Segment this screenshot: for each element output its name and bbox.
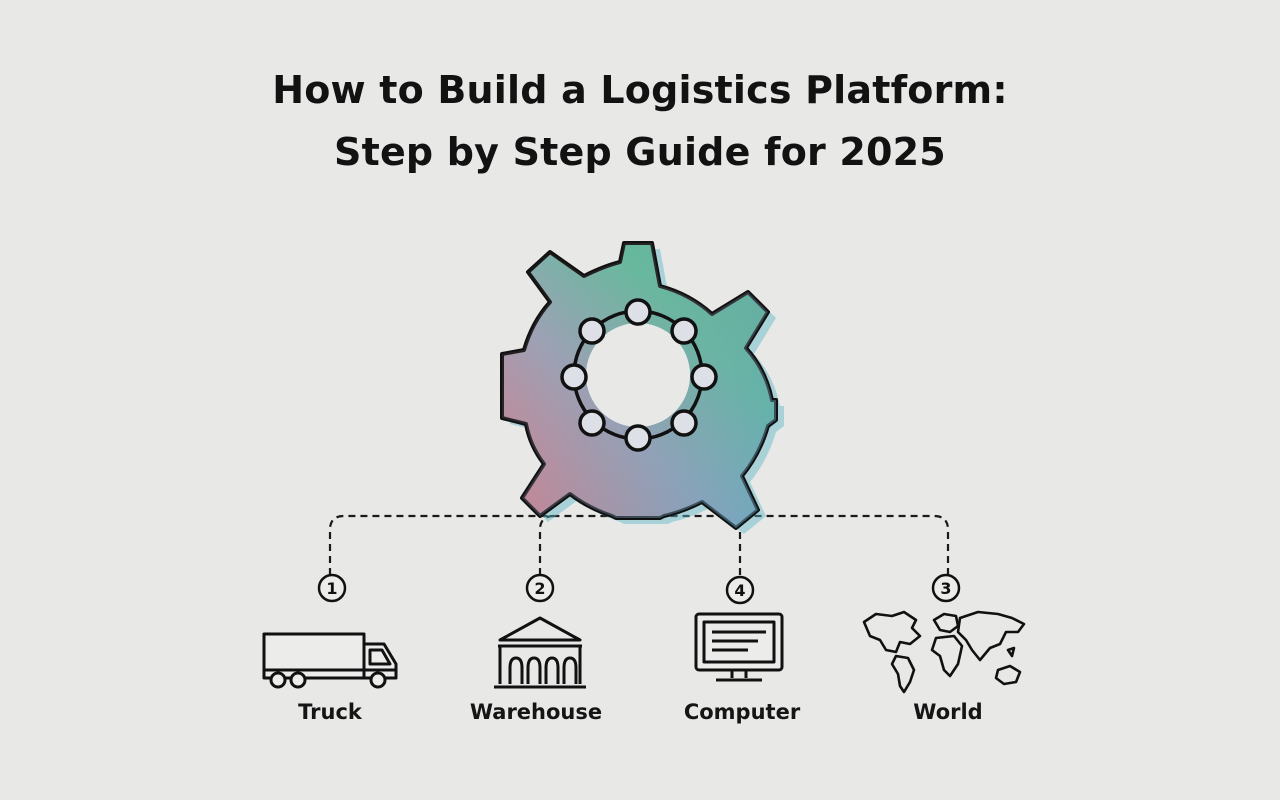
step-number-2: 2 xyxy=(534,579,545,598)
step-number-1: 1 xyxy=(326,579,337,598)
network-node xyxy=(624,424,652,452)
computer-icon xyxy=(694,612,784,682)
step-label-world: World xyxy=(913,700,983,724)
gear-network-icon xyxy=(500,241,784,534)
step-badges xyxy=(317,573,961,605)
step-label-computer: Computer xyxy=(683,700,801,724)
warehouse-icon xyxy=(494,616,586,689)
step-label-warehouse: Warehouse xyxy=(469,700,603,724)
title-line-2: Step by Step Guide for 2025 xyxy=(334,130,946,174)
step-badge-3 xyxy=(931,573,961,603)
network-node xyxy=(670,317,698,345)
network-node xyxy=(670,409,698,437)
connector-lines xyxy=(328,514,950,575)
world-map-icon xyxy=(862,610,1026,694)
connector-step-2 xyxy=(538,514,555,575)
step-badge-2 xyxy=(525,573,555,603)
step-number-3: 3 xyxy=(940,579,951,598)
network-nodes xyxy=(560,298,718,452)
step-number-4: 4 xyxy=(734,581,745,600)
network-node xyxy=(578,317,606,345)
title-line-1: How to Build a Logistics Platform: xyxy=(272,68,1008,112)
connector-step-1 xyxy=(328,514,638,575)
truck-icon xyxy=(262,632,398,689)
network-node xyxy=(578,409,606,437)
step-label-truck: Truck xyxy=(298,700,362,724)
network-node xyxy=(624,298,652,326)
step-badge-4 xyxy=(725,575,755,605)
step-badge-1 xyxy=(317,573,347,603)
network-node xyxy=(690,363,718,391)
network-node xyxy=(560,363,588,391)
connector-step-3 xyxy=(638,514,950,575)
